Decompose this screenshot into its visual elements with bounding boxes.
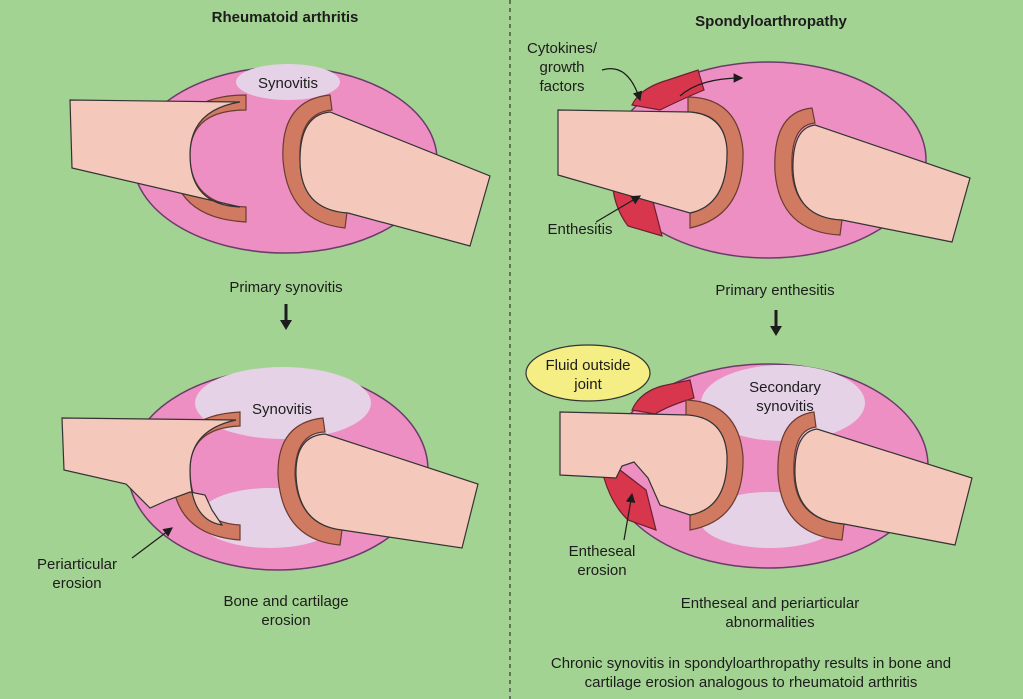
- spa-fluid-label: Fluid outside joint: [530, 356, 646, 394]
- ra-periarticular-label: Periarticular erosion: [22, 555, 132, 593]
- ra-synovitis-label-bottom: Synovitis: [232, 400, 332, 419]
- spa-secondary-label: Secondary synovitis: [720, 378, 850, 416]
- spa-step-label: Primary enthesitis: [680, 281, 870, 300]
- figure-caption: Chronic synovitis in spondyloarthropathy…: [506, 654, 996, 692]
- ra-title: Rheumatoid arthritis: [180, 8, 390, 27]
- ra-synovitis-label-top: Synovitis: [240, 74, 336, 93]
- spa-progression-arrow: [770, 310, 782, 336]
- ra-progression-arrow: [280, 304, 292, 330]
- ra-eroded-joint: [62, 367, 478, 570]
- spa-outcome-label: Entheseal and periarticular abnormalitie…: [640, 594, 900, 632]
- spa-enthesitis-label: Enthesitis: [530, 220, 630, 239]
- periarticular-pointer: [132, 528, 172, 558]
- ra-step-label: Primary synovitis: [196, 278, 376, 297]
- ra-outcome-label: Bone and cartilage erosion: [186, 592, 386, 630]
- spa-cytokines-label: Cytokines/ growth factors: [506, 39, 618, 96]
- bone-left: [558, 110, 727, 213]
- spa-entheseal-erosion-label: Entheseal erosion: [550, 542, 654, 580]
- spa-title: Spondyloarthropathy: [666, 12, 876, 31]
